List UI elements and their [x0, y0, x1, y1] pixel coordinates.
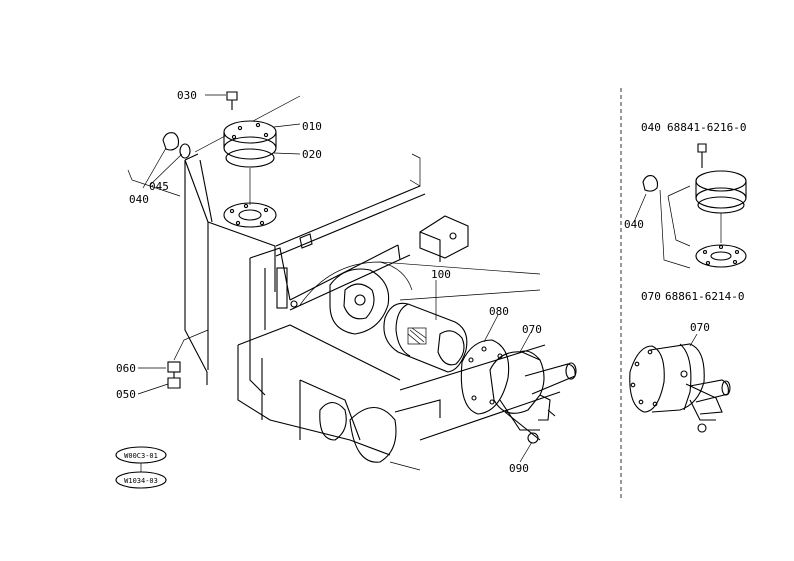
- callout-010: 010: [302, 120, 322, 133]
- callout-070: 070: [522, 323, 542, 336]
- callout-020: 020: [302, 148, 322, 161]
- callout-080: 080: [489, 305, 509, 318]
- detail-a-part-no: 040: [641, 121, 661, 134]
- detail-b-part-no: 070: [641, 290, 661, 303]
- detail-b: 070 68861-6214-0 070: [629, 290, 744, 433]
- callout-050: 050: [116, 388, 136, 401]
- detail-b-code: 68861-6214-0: [665, 290, 744, 303]
- callout-040: 040: [129, 193, 149, 206]
- tank-cap-assembly: [162, 91, 277, 389]
- leader-lines: [127, 94, 533, 463]
- callout-090: 090: [509, 462, 529, 475]
- frame-drawing: [184, 95, 577, 471]
- callout-060: 060: [116, 362, 136, 375]
- ref-tag-2-text: W1034-03: [124, 477, 158, 485]
- main-callouts: 030 010 020 045 040 100 080 070 060 050 …: [116, 89, 542, 475]
- reference-tags: W00C3-01 W1034-03: [115, 446, 167, 489]
- detail-b-callout: 070: [690, 321, 710, 334]
- detail-a-callout: 040: [624, 218, 644, 231]
- detail-a-code: 68841-6216-0: [667, 121, 746, 134]
- callout-030: 030: [177, 89, 197, 102]
- ref-tag-2: [115, 471, 167, 489]
- callout-100: 100: [431, 268, 451, 281]
- ref-tag-1-text: W00C3-01: [124, 452, 158, 460]
- detail-a: 040 68841-6216-0 040: [624, 121, 747, 269]
- callout-045: 045: [149, 180, 169, 193]
